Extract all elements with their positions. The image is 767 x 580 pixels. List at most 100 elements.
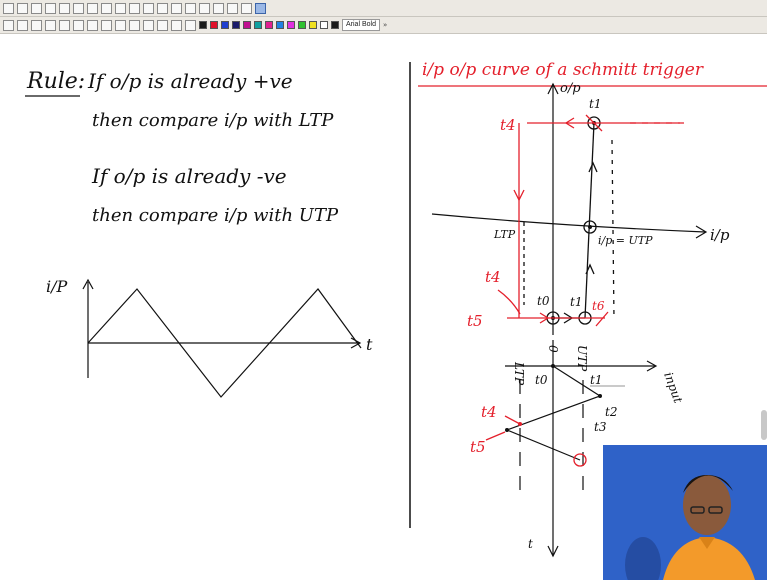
t6-tick xyxy=(595,311,609,327)
color-swatch-12[interactable] xyxy=(331,21,339,29)
color-swatch-4[interactable] xyxy=(243,21,251,29)
label-t5-mid: t5 xyxy=(467,312,483,330)
input-arrow xyxy=(646,360,658,372)
more-icon[interactable]: » xyxy=(382,21,388,29)
rule-line1: If o/p is already +ve xyxy=(87,69,293,93)
tl-t: t xyxy=(528,537,533,551)
rule-line3: If o/p is already -ve xyxy=(91,164,287,188)
label-t4-mid: t4 xyxy=(485,268,501,286)
color-swatch-9[interactable] xyxy=(298,21,306,29)
hand-icon[interactable] xyxy=(129,19,140,31)
curve-y-label: o/p xyxy=(560,81,581,96)
point-red-bottom xyxy=(573,453,587,467)
image-icon[interactable] xyxy=(59,19,70,31)
undo2-icon[interactable] xyxy=(143,19,154,31)
lasso-icon[interactable] xyxy=(157,19,168,31)
arrow-up-2 xyxy=(588,161,598,173)
pen-tool-icon[interactable] xyxy=(3,19,14,31)
color-swatch-7[interactable] xyxy=(276,21,284,29)
thickness-icon[interactable] xyxy=(171,19,182,31)
new-icon[interactable] xyxy=(3,2,14,14)
label-t0-mid: t0 xyxy=(537,294,550,308)
webcam-overlay xyxy=(603,445,767,580)
tl-t1: t1 xyxy=(590,373,602,387)
redo-icon[interactable] xyxy=(101,2,112,14)
timeline-arrow xyxy=(547,545,559,558)
ltp-label: LTP xyxy=(493,228,516,241)
utp-dash-line xyxy=(611,139,615,321)
curve-x-arrow xyxy=(695,225,708,239)
wave-ylabel: i/P xyxy=(46,277,68,296)
input-waveform xyxy=(82,278,362,398)
color-swatch-6[interactable] xyxy=(265,21,273,29)
zoom-page-icon[interactable] xyxy=(227,2,238,14)
toolbar-top xyxy=(0,0,767,17)
select-icon[interactable] xyxy=(101,19,112,31)
label-t1-mid: t1 xyxy=(570,295,582,309)
t5-tick xyxy=(485,431,506,441)
shape-icon[interactable] xyxy=(87,19,98,31)
color-swatch-1[interactable] xyxy=(210,21,218,29)
line-icon[interactable] xyxy=(31,19,42,31)
tl-zero: 0 xyxy=(546,345,560,353)
pen-icon[interactable] xyxy=(115,2,126,14)
color-swatch-5[interactable] xyxy=(254,21,262,29)
zoom-fit-icon[interactable] xyxy=(213,2,224,14)
save-icon[interactable] xyxy=(31,2,42,14)
rule-line4: then compare i/p with UTP xyxy=(92,205,339,226)
curve-title: i/p o/p curve of a schmitt trigger xyxy=(422,60,704,80)
color-swatch-10[interactable] xyxy=(309,21,317,29)
t4-pointer xyxy=(497,289,521,315)
t4-tick xyxy=(504,415,521,425)
color-swatch-0[interactable] xyxy=(199,21,207,29)
tl-t0: t0 xyxy=(535,373,548,387)
text-icon[interactable] xyxy=(45,19,56,31)
arrow-up-1 xyxy=(585,263,595,275)
paste-icon[interactable] xyxy=(73,2,84,14)
wave-xlabel: t xyxy=(366,335,373,354)
copy-icon[interactable] xyxy=(59,2,70,14)
label-t1-top: t1 xyxy=(589,97,601,111)
cut-icon[interactable] xyxy=(45,2,56,14)
tl-utp: UTP xyxy=(575,345,589,372)
open-icon[interactable] xyxy=(17,2,28,14)
scrollbar-thumb[interactable] xyxy=(761,410,767,440)
arrow-down-left xyxy=(513,189,525,202)
forward-icon[interactable] xyxy=(143,2,154,14)
color-swatch-2[interactable] xyxy=(221,21,229,29)
curve-x-label: i/p xyxy=(710,226,730,244)
wave-x-arrow xyxy=(350,337,362,349)
zoom-width-icon[interactable] xyxy=(241,2,252,14)
curve-x-axis xyxy=(431,213,706,233)
dots-icon[interactable] xyxy=(185,19,196,31)
label-t6-mid: t6 xyxy=(592,299,605,313)
back-icon[interactable] xyxy=(129,2,140,14)
tl-ltp: LTP xyxy=(512,361,526,386)
eraser-icon[interactable] xyxy=(73,19,84,31)
last-page-icon[interactable] xyxy=(171,2,182,14)
first-page-icon[interactable] xyxy=(157,2,168,14)
point-utp xyxy=(583,220,597,234)
triangle-wave xyxy=(87,288,362,398)
presenter-image xyxy=(603,445,767,580)
utp-note: i/p = UTP xyxy=(598,234,653,247)
color-swatch-3[interactable] xyxy=(232,21,240,29)
zoom-out-icon[interactable] xyxy=(199,2,210,14)
tl-t3: t3 xyxy=(594,420,607,434)
highlighter-icon[interactable] xyxy=(17,19,28,31)
fullscreen-icon[interactable] xyxy=(255,2,266,14)
wave-y-arrow xyxy=(82,278,94,290)
color-swatch-11[interactable] xyxy=(320,21,328,29)
grid-icon[interactable] xyxy=(115,19,126,31)
zoom-in-icon[interactable] xyxy=(185,2,196,14)
tl-t5: t5 xyxy=(470,438,486,456)
whiteboard[interactable]: Rule: If o/p is already +ve then compare… xyxy=(0,34,767,580)
arrow-right-red xyxy=(539,312,550,324)
tl-t2: t2 xyxy=(605,405,617,419)
tl-input: input xyxy=(661,370,685,405)
font-select[interactable]: Arial Bold xyxy=(342,19,380,31)
undo-icon[interactable] xyxy=(87,2,98,14)
x-mark-top xyxy=(585,114,603,132)
input-zigzag xyxy=(505,365,602,461)
color-swatch-8[interactable] xyxy=(287,21,295,29)
